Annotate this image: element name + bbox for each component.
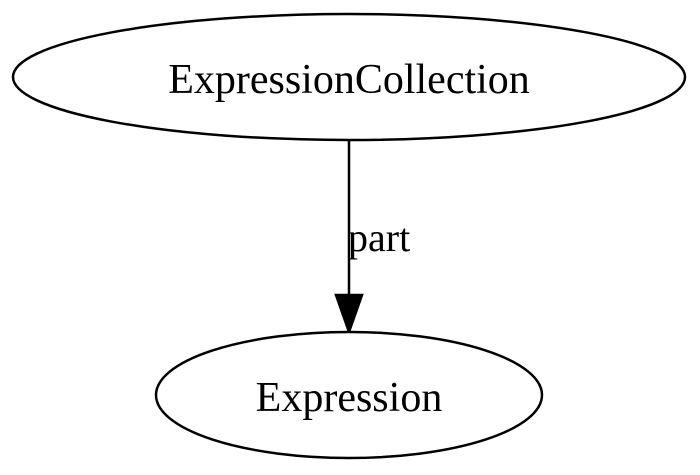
node-expression-label: Expression [256,375,443,421]
edge-part-label: part [348,215,410,260]
node-expression: Expression [154,330,544,460]
node-expression-collection-label: ExpressionCollection [168,57,530,103]
node-expression-collection: ExpressionCollection [11,12,687,142]
edge-part: part [334,141,410,336]
node-expression-collection-shape [11,12,687,142]
node-expression-shape [154,330,544,460]
edge-part-arrowhead [334,293,364,336]
